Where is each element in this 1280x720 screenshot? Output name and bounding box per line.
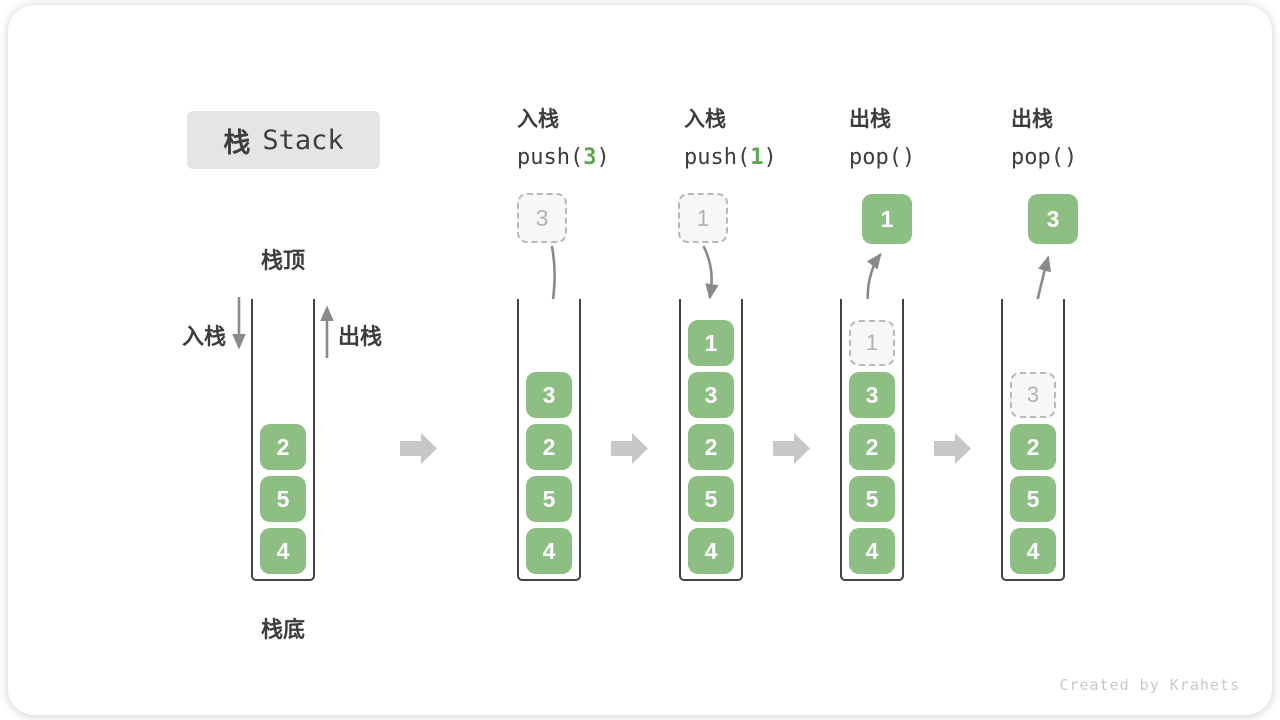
step1-op-label: 入栈: [517, 108, 559, 131]
step2-op-code: push(1): [684, 145, 777, 170]
stack-cell: 4: [526, 528, 572, 574]
step-right-arrow-icon: [773, 433, 810, 464]
step1-op-code: push(3): [517, 145, 610, 170]
stack-cell-ghost: 3: [1010, 372, 1056, 418]
stack-cell: 2: [849, 424, 895, 470]
stack-cell: 5: [1010, 476, 1056, 522]
popped-value-box: 1: [862, 194, 912, 244]
step-right-arrow-icon: [934, 433, 971, 464]
watermark-credit: Created by Krahets: [1059, 676, 1240, 694]
stack-cell: 5: [849, 476, 895, 522]
stack-cell-ghost: 1: [849, 320, 895, 366]
step4-op-label: 出栈: [1011, 108, 1053, 131]
incoming-value-box: 3: [517, 193, 567, 243]
stack-cell: 2: [688, 424, 734, 470]
stack-bottom-label: 栈底: [260, 617, 305, 642]
stack-cell: 4: [688, 528, 734, 574]
stack-cell: 4: [260, 528, 306, 574]
incoming-value-box: 1: [678, 193, 728, 243]
stack-cell: 5: [526, 476, 572, 522]
step-right-arrow-icon: [400, 433, 437, 464]
stack-cell: 2: [526, 424, 572, 470]
step1-header: 入栈 push(3): [517, 103, 687, 170]
push-label: 入栈: [181, 324, 226, 349]
step2-header: 入栈 push(1): [684, 103, 854, 170]
stack-cell: 2: [1010, 424, 1056, 470]
stack-cell: 4: [849, 528, 895, 574]
stack-cell: 3: [526, 372, 572, 418]
step3-header: 出栈 pop(): [849, 103, 1019, 170]
push1-curve-arrow-icon: [702, 245, 719, 300]
stack-cell: 5: [260, 476, 306, 522]
step4-op-code: pop(): [1011, 145, 1078, 170]
step2-op-label: 入栈: [684, 108, 726, 131]
step4-header: 出栈 pop(): [1011, 103, 1181, 170]
stack-cell: 4: [1010, 528, 1056, 574]
stack-cell: 5: [688, 476, 734, 522]
stack-cell: 3: [688, 372, 734, 418]
step3-op-label: 出栈: [849, 108, 891, 131]
step-right-arrow-icon: [611, 433, 648, 464]
popped-value-box: 3: [1028, 194, 1078, 244]
pop-label: 出栈: [338, 324, 383, 349]
title-zh: 栈: [223, 127, 251, 158]
diagram-title: 栈 Stack: [187, 111, 380, 169]
stack-top-label: 栈顶: [260, 248, 305, 273]
title-en: Stack: [262, 124, 344, 156]
stack-cell: 2: [260, 424, 306, 470]
stack-cell: 1: [688, 320, 734, 366]
step3-op-code: pop(): [849, 145, 916, 170]
stack-cell: 3: [849, 372, 895, 418]
